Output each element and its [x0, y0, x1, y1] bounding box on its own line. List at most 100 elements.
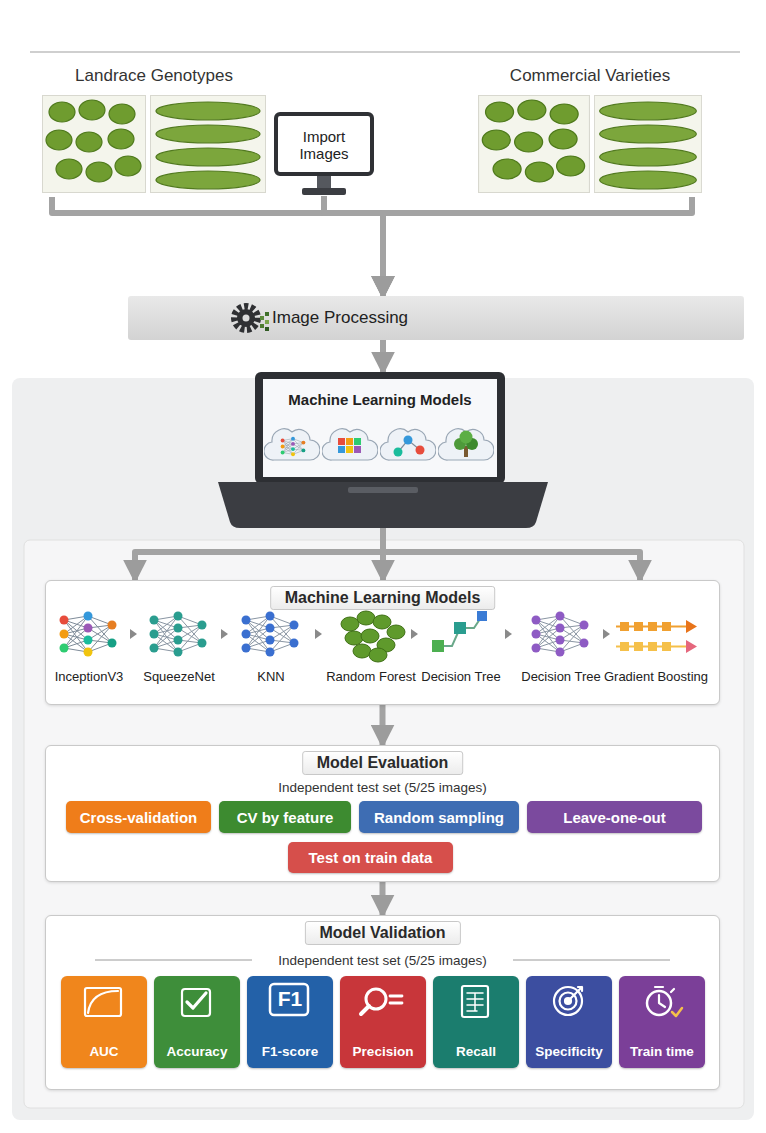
boost-line: [616, 646, 688, 648]
cloud-icon: [380, 429, 436, 460]
node-title: Machine Learning Models: [270, 586, 496, 610]
method-button: Leave-one-out: [527, 801, 702, 833]
metric-tile: Train time: [619, 976, 705, 1068]
target-ring: [554, 987, 582, 1015]
method-button: Cross-validation: [66, 801, 211, 833]
knn-icon: [242, 612, 299, 657]
node-title: Precision: [353, 1044, 414, 1059]
clock-hands: [659, 995, 665, 1007]
boost-arrow: [686, 640, 697, 653]
separator-triangle: [221, 629, 228, 639]
node-title: Model Evaluation: [302, 751, 464, 775]
flow-arrow: [52, 197, 383, 296]
flow-arrow: [380, 528, 386, 580]
node-title: Specificity: [535, 1044, 603, 1059]
flow-arrow: [380, 340, 386, 372]
grid-cell: [338, 446, 345, 453]
pixel: [260, 324, 264, 328]
auc-frame: [85, 988, 121, 1016]
scatter-dot: [404, 436, 413, 445]
method-button: Random sampling: [359, 801, 519, 833]
metric-tile: Accuracy: [154, 976, 240, 1068]
separator-triangle: [130, 629, 137, 639]
tree-trunk: [464, 446, 468, 457]
decision-tree-icon: [532, 612, 589, 657]
tree-crown: [460, 431, 473, 444]
boost-stage: [662, 642, 671, 651]
gear-hole: [243, 315, 250, 322]
gear-body: [237, 309, 255, 327]
auc-curve: [88, 991, 118, 1013]
check-box: [182, 989, 210, 1016]
pod-photo: [594, 96, 701, 193]
cloud-icon: [264, 429, 320, 460]
process-band: Image Processing: [128, 296, 744, 340]
scatter-icon: [394, 436, 425, 457]
boost-stage: [620, 622, 629, 631]
node-title: Machine Learning Models: [255, 391, 505, 408]
laptop-node: Machine Learning Models: [218, 372, 548, 528]
metric-tile: Precision: [340, 976, 426, 1068]
tree-split: [454, 622, 466, 634]
node-title: Cross-validation: [80, 809, 198, 826]
node-title: Test on train data: [309, 849, 433, 866]
model-name: Gradient Boosting: [596, 669, 716, 684]
model-panel: Machine Learning ModelsInceptionV3Squeez…: [45, 580, 720, 705]
pixel: [265, 327, 269, 331]
gear-teeth: [235, 307, 258, 330]
bean: [387, 625, 405, 639]
equals-sign: [390, 996, 402, 1003]
bean-photo: [43, 96, 146, 193]
metric-tile: Specificity: [526, 976, 612, 1068]
flow-arrow: [380, 882, 386, 915]
grid-cell: [354, 438, 361, 445]
random-forest-icon: [341, 611, 405, 662]
outer-panel: [12, 378, 754, 1120]
image-group: Landrace Genotypes: [38, 62, 270, 197]
grid-icon: [338, 438, 361, 453]
scatter-link: [398, 440, 420, 452]
node-title: Commercial Varieties: [474, 66, 706, 86]
node-title: CV by feature: [237, 809, 334, 826]
grid-cell: [346, 438, 353, 445]
squeezenet-icon: [150, 612, 207, 657]
node-title: F1-score: [262, 1044, 318, 1059]
model-name: Decision Tree: [401, 669, 521, 684]
tree-split: [477, 611, 487, 621]
gradient-boosting-icon: [616, 620, 697, 653]
check-mark: [187, 993, 206, 1008]
monitor-neck: [317, 174, 331, 189]
inner-panel: [24, 540, 744, 1108]
boost-stage: [634, 622, 643, 631]
node-title: Image Processing: [272, 296, 408, 340]
tree-link: [438, 616, 482, 646]
monitor-screen: [276, 114, 372, 174]
boost-arrow: [686, 620, 697, 633]
pod-photo: [151, 96, 266, 193]
tree-split: [432, 640, 444, 652]
boost-stage: [648, 622, 657, 631]
model-name: Decision Tree: [501, 669, 621, 684]
model-name: KNN: [211, 669, 331, 684]
metric-tile: Recall: [433, 976, 519, 1068]
target-arrow: [568, 987, 582, 1001]
icon-text: F1: [247, 987, 333, 1011]
subtitle-rule: [95, 960, 252, 961]
bean: [373, 615, 391, 629]
bean: [369, 648, 387, 662]
gear-icon: [235, 307, 270, 332]
monitor-foot: [302, 188, 346, 195]
bean: [361, 629, 379, 643]
boost-stage: [648, 642, 657, 651]
pixel: [265, 320, 269, 324]
bean: [353, 644, 371, 658]
method-button: Test on train data: [288, 842, 453, 873]
node-title: Leave-one-out: [563, 809, 666, 826]
bean: [377, 638, 395, 652]
clock-check: [672, 1008, 682, 1016]
separator-triangle: [505, 629, 512, 639]
metric-tile: AUC: [61, 976, 147, 1068]
subtitle-rule: [513, 960, 670, 961]
node-title: Accuracy: [167, 1044, 228, 1059]
